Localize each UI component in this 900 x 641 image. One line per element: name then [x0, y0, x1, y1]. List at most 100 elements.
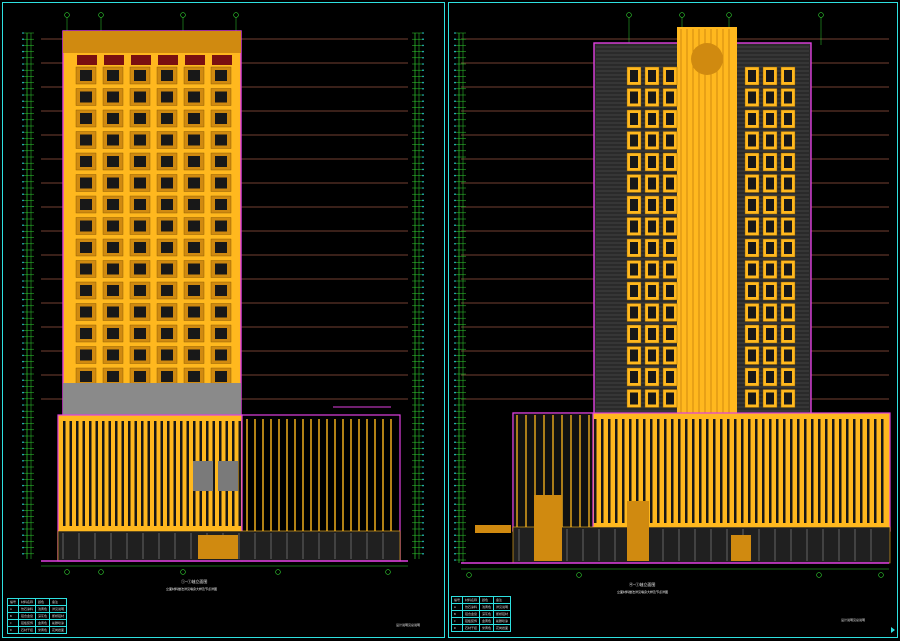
window — [648, 177, 656, 190]
level-marker — [422, 125, 424, 127]
window — [784, 177, 792, 190]
level-marker — [22, 323, 24, 326]
window — [666, 91, 674, 104]
level-marker — [454, 187, 456, 189]
podium-fin-gap — [102, 421, 105, 526]
podium-panel — [193, 461, 213, 491]
level-marker — [22, 193, 24, 195]
level-marker — [454, 360, 456, 363]
window — [630, 91, 638, 104]
podium-fin-gap — [121, 421, 124, 526]
level-marker — [422, 540, 424, 543]
level-marker — [454, 317, 456, 320]
window — [134, 70, 146, 81]
window — [80, 91, 92, 103]
level-marker — [422, 131, 424, 133]
window — [107, 306, 119, 318]
window — [215, 156, 227, 167]
level-marker — [454, 230, 456, 233]
level-marker — [22, 230, 24, 233]
podium-fin-gap — [678, 419, 681, 523]
window — [648, 113, 656, 125]
schedule-cell: 金黄色 — [479, 617, 495, 625]
level-marker — [422, 329, 424, 332]
window — [630, 113, 638, 125]
level-marker — [22, 453, 24, 456]
level-marker — [422, 460, 424, 462]
tower-core-spine — [677, 27, 737, 417]
level-marker — [22, 94, 24, 96]
axis-bubble — [626, 12, 632, 18]
level-marker — [422, 410, 424, 413]
level-marker — [22, 181, 24, 183]
level-marker — [454, 193, 456, 195]
level-marker — [454, 422, 456, 425]
level-marker — [22, 435, 24, 437]
level-marker — [454, 38, 456, 40]
window — [215, 263, 227, 275]
level-marker — [454, 63, 456, 65]
level-marker — [422, 447, 424, 450]
level-marker — [454, 156, 456, 158]
level-marker — [454, 249, 456, 251]
level-marker — [454, 162, 456, 164]
level-marker — [422, 298, 424, 301]
level-marker — [22, 112, 24, 115]
schedule-cell: 氟碳喷涂 — [49, 619, 68, 627]
level-marker — [422, 137, 424, 140]
window — [766, 177, 774, 190]
level-marker — [454, 429, 456, 431]
window — [766, 328, 774, 340]
level-marker — [22, 447, 24, 450]
podium-fin-gap — [108, 421, 111, 526]
level-marker — [454, 32, 456, 34]
level-marker — [454, 323, 456, 326]
window — [215, 91, 227, 103]
window — [188, 371, 200, 382]
podium-fin-gap — [846, 419, 849, 523]
level-marker — [422, 199, 424, 202]
window — [134, 199, 146, 210]
level-marker — [422, 57, 424, 59]
level-marker — [422, 466, 424, 468]
window — [215, 199, 227, 210]
level-marker — [22, 261, 24, 264]
window — [188, 134, 200, 146]
podium-fin-gap — [874, 419, 877, 523]
window — [188, 156, 200, 167]
level-marker — [422, 69, 424, 71]
level-marker — [454, 243, 456, 245]
window — [648, 328, 656, 340]
window — [666, 134, 674, 147]
level-marker — [422, 373, 424, 375]
window — [766, 199, 774, 211]
schedule-cell: 仿石涂料 — [462, 603, 481, 611]
level-marker — [454, 75, 456, 78]
level-marker — [454, 373, 456, 375]
level-marker — [454, 478, 456, 481]
level-marker — [454, 385, 456, 388]
window — [161, 70, 173, 81]
window — [134, 134, 146, 146]
window — [766, 242, 774, 254]
window — [80, 134, 92, 146]
window — [188, 91, 200, 103]
level-marker — [422, 360, 424, 363]
podium-fin-gap — [167, 421, 170, 526]
window — [666, 349, 674, 362]
schedule-cell: 断桥铝材 — [49, 612, 68, 620]
level-marker — [22, 267, 24, 270]
canopy — [475, 525, 511, 533]
podium-fin-gap — [594, 419, 597, 523]
podium-fin-gap — [797, 419, 800, 523]
level-marker — [454, 94, 456, 96]
podium-fin-gap — [734, 419, 737, 523]
podium-fin-gap — [741, 419, 744, 523]
window — [161, 134, 173, 146]
podium-fin-gap — [727, 419, 730, 523]
window — [161, 263, 173, 275]
level-marker — [422, 286, 424, 289]
axis-bubble — [180, 12, 186, 18]
window — [766, 285, 774, 297]
